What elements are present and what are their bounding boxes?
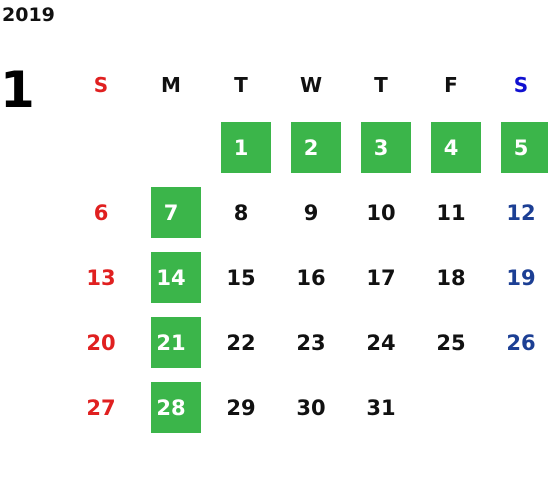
day-number: 26 <box>506 330 536 355</box>
day-number: 4 <box>443 135 459 160</box>
weekday-header-sunday: S <box>93 73 109 97</box>
year-label: 2019 <box>2 4 55 26</box>
day-number: 29 <box>226 395 256 420</box>
day-cell: 27 <box>66 375 136 440</box>
day-cell: 16 <box>276 245 346 310</box>
day-cell: 22 <box>206 310 276 375</box>
day-number: 25 <box>436 330 466 355</box>
day-number: 10 <box>366 200 396 225</box>
day-cell <box>136 115 206 180</box>
weekday-header-monday: M <box>161 73 181 97</box>
day-cell: 17 <box>346 245 416 310</box>
highlight-box <box>361 122 411 173</box>
day-cell: 10 <box>346 180 416 245</box>
weekday-header-wednesday: W <box>299 73 323 97</box>
weekday-header-friday: F <box>444 73 458 97</box>
day-cell: 9 <box>276 180 346 245</box>
day-cell-highlighted: 3 <box>346 115 416 180</box>
calendar-grid: S M T W T F S 1 2 3 4 5 6 7 8 9 10 11 12 <box>66 55 548 440</box>
day-cell: 11 <box>416 180 486 245</box>
day-cell-highlighted: 5 <box>486 115 548 180</box>
highlight-box <box>151 317 201 368</box>
day-cell-highlighted: 14 <box>136 245 206 310</box>
highlight-box <box>431 122 481 173</box>
day-number: 3 <box>373 135 389 160</box>
day-number: 15 <box>226 265 256 290</box>
week-row-2: 6 7 8 9 10 11 12 <box>66 180 548 245</box>
day-number: 18 <box>436 265 466 290</box>
day-cell: 26 <box>486 310 548 375</box>
weekday-header-tuesday: T <box>234 73 248 97</box>
day-cell: 30 <box>276 375 346 440</box>
month-number: 1 <box>0 61 35 119</box>
weekday-header-row: S M T W T F S <box>66 55 548 115</box>
day-cell <box>486 375 548 440</box>
day-cell: 29 <box>206 375 276 440</box>
day-number: 31 <box>366 395 396 420</box>
week-row-3: 13 14 15 16 17 18 19 <box>66 245 548 310</box>
highlight-box <box>151 382 201 433</box>
day-cell-highlighted: 4 <box>416 115 486 180</box>
day-number: 14 <box>156 265 186 290</box>
day-number: 1 <box>233 135 249 160</box>
day-number: 23 <box>296 330 326 355</box>
day-number: 28 <box>156 395 186 420</box>
day-cell: 20 <box>66 310 136 375</box>
day-cell-highlighted: 1 <box>206 115 276 180</box>
day-number: 6 <box>93 200 109 225</box>
day-number: 5 <box>513 135 529 160</box>
week-row-4: 20 21 22 23 24 25 26 <box>66 310 548 375</box>
day-number: 9 <box>303 200 319 225</box>
day-number: 8 <box>233 200 249 225</box>
day-cell: 12 <box>486 180 548 245</box>
day-cell: 15 <box>206 245 276 310</box>
day-number: 21 <box>156 330 186 355</box>
day-number: 19 <box>506 265 536 290</box>
day-cell-highlighted: 21 <box>136 310 206 375</box>
day-number: 16 <box>296 265 326 290</box>
highlight-box <box>291 122 341 173</box>
highlight-box <box>501 122 548 173</box>
day-cell-highlighted: 28 <box>136 375 206 440</box>
day-number: 2 <box>303 135 319 160</box>
day-number: 11 <box>436 200 466 225</box>
day-number: 7 <box>163 200 179 225</box>
day-cell: 25 <box>416 310 486 375</box>
day-number: 27 <box>86 395 116 420</box>
weekday-header-saturday: S <box>513 73 529 97</box>
highlight-box <box>151 252 201 303</box>
day-cell: 13 <box>66 245 136 310</box>
day-number: 30 <box>296 395 326 420</box>
day-cell <box>416 375 486 440</box>
day-cell: 6 <box>66 180 136 245</box>
day-cell-highlighted: 2 <box>276 115 346 180</box>
day-cell: 24 <box>346 310 416 375</box>
day-cell: 23 <box>276 310 346 375</box>
week-row-5: 27 28 29 30 31 <box>66 375 548 440</box>
day-cell: 18 <box>416 245 486 310</box>
day-number: 20 <box>86 330 116 355</box>
day-number: 22 <box>226 330 256 355</box>
day-number: 24 <box>366 330 396 355</box>
weekday-header-thursday: T <box>374 73 388 97</box>
day-cell: 19 <box>486 245 548 310</box>
day-cell: 8 <box>206 180 276 245</box>
day-number: 12 <box>506 200 536 225</box>
day-number: 13 <box>86 265 116 290</box>
day-cell-highlighted: 7 <box>136 180 206 245</box>
highlight-box <box>221 122 271 173</box>
day-number: 17 <box>366 265 396 290</box>
week-row-1: 1 2 3 4 5 <box>66 115 548 180</box>
day-cell <box>66 115 136 180</box>
highlight-box <box>151 187 201 238</box>
day-cell: 31 <box>346 375 416 440</box>
